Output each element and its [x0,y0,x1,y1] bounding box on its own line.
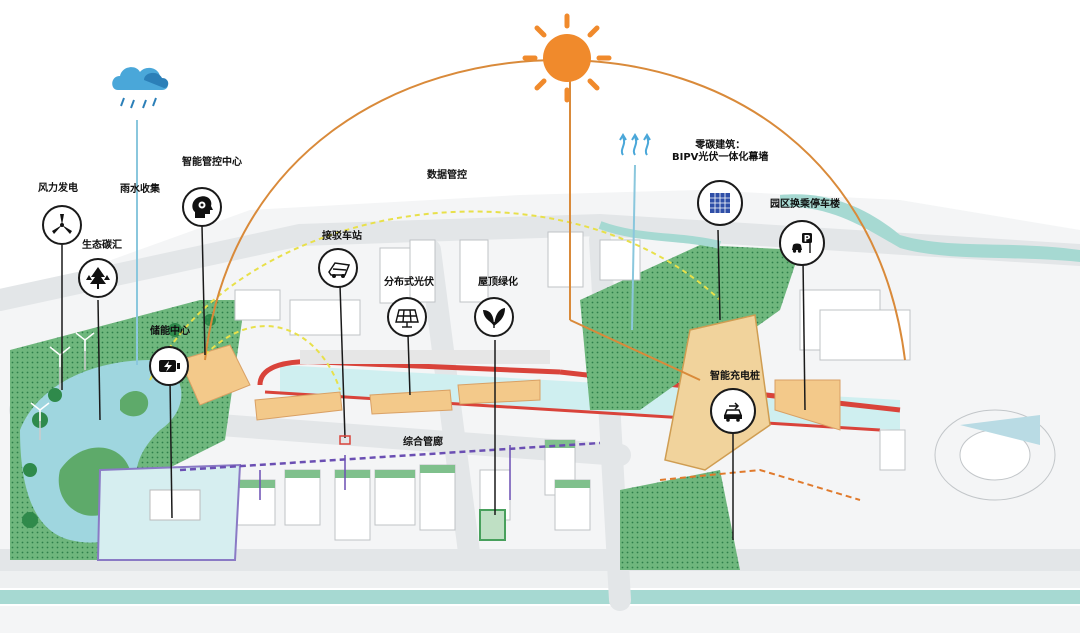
sun-icon [522,13,612,103]
label-distributed-pv: 分布式光伏 [384,277,434,288]
label-data-control: 数据管控 [427,170,467,181]
wind-turbine-icon [42,205,82,245]
label-smart-charging-pile: 智能充电桩 [710,371,760,382]
label-wind-power: 风力发电 [38,183,78,194]
label-park-transfer-parking: 园区换乘停车楼 [770,199,840,210]
solar-panel-icon [387,297,427,337]
heat-line [631,164,636,331]
linked-buildings [179,344,841,431]
label-rainwater-collection: 雨水收集 [120,184,160,195]
stadium [934,409,1056,501]
label-smart-control-center: 智能管控中心 [182,157,242,168]
label-zero-carbon-building: 零碳建筑： BIPV光伏一体化幕墙 [672,140,768,164]
storage-site [96,463,506,561]
label-utility-tunnel: 综合管廊 [403,437,443,448]
battery-charge-icon [149,346,189,386]
utility-tunnel-line [179,441,601,500]
parking-icon: P [779,220,825,266]
wind-turbines [30,332,95,440]
forest-icon [78,258,118,298]
label-zero-carbon-building-line2: BIPV光伏一体化幕墙 [672,152,769,163]
bipv-facade-icon [697,180,743,226]
green-roofs [235,440,590,488]
label-eco-carbon-sink: 生态碳汇 [82,240,122,251]
base-ground [0,190,1080,633]
ev-charging-icon [710,388,756,434]
label-transfer-station: 接驳车站 [322,231,362,242]
head-gear-icon [182,187,222,227]
heat-waves-icon [619,133,651,156]
bottom-river [0,590,1080,604]
leaf-icon [474,297,514,337]
label-roof-greening: 屋顶绿化 [478,277,518,288]
label-zero-carbon-building-line1: 零碳建筑： [695,140,746,151]
badge-pointers [61,225,806,540]
label-energy-storage-center: 储能中心 [150,326,190,337]
shuttle-bus-icon [318,248,358,288]
data-flow-arc [149,210,721,381]
rain-cloud-icon [112,67,169,109]
svg-text:P: P [804,235,811,245]
